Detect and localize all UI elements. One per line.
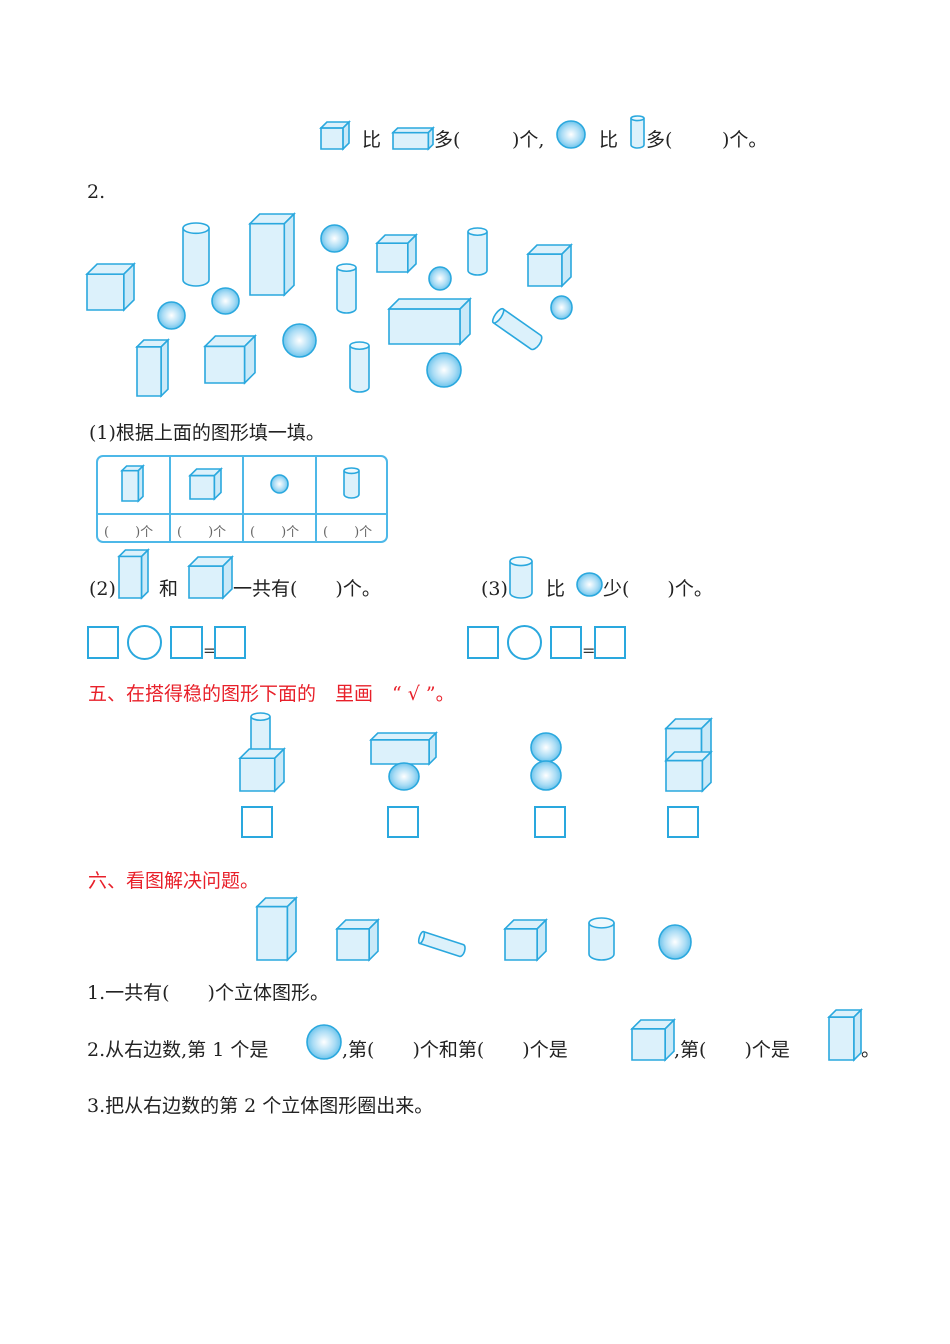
cuboid-icon (248, 212, 296, 297)
cylinder-icon (417, 928, 466, 960)
sphere-icon (426, 352, 462, 388)
count-cell-cube[interactable]: ( )个 (177, 525, 227, 540)
cuboid-icon (255, 896, 298, 962)
sphere-icon (530, 732, 562, 763)
equation-box[interactable] (467, 626, 499, 659)
count-cell-sphere[interactable]: ( )个 (250, 525, 300, 540)
check-box-1[interactable] (241, 806, 273, 838)
cube-icon (526, 243, 573, 288)
part-2-suffix: 一共有( )个。 (233, 578, 381, 600)
sphere-icon (576, 572, 603, 597)
cube-icon (188, 467, 223, 501)
part-3-compare: 比 (546, 578, 566, 600)
equation-box[interactable] (87, 626, 119, 659)
section-6-title: 六、看图解决问题。 (88, 870, 260, 892)
equation-box[interactable] (550, 626, 582, 659)
section-6-q2-c: ,第( )个是 (674, 1039, 790, 1061)
cube-icon (664, 750, 713, 793)
count-cell-cuboid[interactable]: ( )个 (104, 525, 154, 540)
cylinder-icon (509, 556, 533, 599)
part-2-and: 和 (159, 578, 179, 600)
sphere-icon (270, 474, 289, 494)
equals-sign: = (203, 641, 217, 660)
sphere-icon (428, 266, 452, 291)
sphere-icon (320, 224, 349, 253)
cuboid-icon (120, 464, 145, 503)
check-box-4[interactable] (667, 806, 699, 838)
check-box-2[interactable] (387, 806, 419, 838)
result-box[interactable] (214, 626, 246, 659)
text-more-2: 多( (646, 129, 673, 151)
sphere-icon (550, 295, 573, 320)
sphere-icon (388, 762, 420, 791)
cuboid-icon (387, 297, 472, 346)
sphere-icon (530, 760, 562, 791)
part-3-prefix: (3) (481, 578, 508, 600)
cube-icon (335, 918, 380, 962)
cube-icon (630, 1018, 676, 1062)
section-6-q2-b: ,第( )个和第( )个是 (342, 1039, 568, 1061)
sphere-icon (211, 287, 240, 315)
cylinder-icon (336, 263, 357, 314)
part-2-prefix: (2) (89, 578, 116, 600)
cuboid-icon (391, 126, 435, 151)
cylinder-icon (491, 307, 543, 351)
cylinder-icon (182, 222, 210, 287)
cube-icon (375, 233, 418, 274)
equation-box[interactable] (170, 626, 203, 659)
section-6-q2-a: 2.从右边数,第 1 个是 (87, 1039, 269, 1061)
text-compare-1: 比 (362, 129, 382, 151)
check-box-3[interactable] (534, 806, 566, 838)
sphere-icon (658, 924, 692, 960)
cylinder-icon (467, 227, 488, 276)
sphere-icon (282, 323, 317, 358)
cylinder-icon (343, 467, 360, 499)
cuboid-icon (135, 338, 170, 398)
operator-circle[interactable] (127, 625, 162, 660)
part-3-suffix: 少( )个。 (603, 578, 713, 600)
text-compare-2: 比 (599, 129, 619, 151)
sphere-icon (157, 301, 186, 330)
cylinder-icon (349, 341, 370, 393)
text-unit-1: )个, (512, 129, 545, 151)
count-table: ( )个 ( )个 ( )个 ( )个 (96, 455, 388, 543)
equals-sign: = (582, 641, 596, 660)
cube-icon (203, 334, 257, 385)
cylinder-icon (630, 115, 645, 149)
operator-circle[interactable] (507, 625, 542, 660)
cuboid-icon (117, 548, 150, 600)
result-box[interactable] (594, 626, 626, 659)
text-unit-2: )个。 (722, 129, 768, 151)
cylinder-icon (588, 917, 615, 961)
section-5-title: 五、在搭得稳的图形下面的 里画 “ √ ”。 (88, 683, 455, 705)
question-2-label: 2. (87, 181, 106, 203)
question-2-part-1: (1)根据上面的图形填一填。 (89, 422, 325, 444)
count-cell-cylinder[interactable]: ( )个 (323, 525, 373, 540)
cuboid-icon (827, 1008, 863, 1062)
cuboid-icon (369, 731, 438, 766)
section-6-q3: 3.把从右边数的第 2 个立体图形圈出来。 (87, 1095, 434, 1117)
cube-icon (503, 918, 548, 962)
section-6-q1: 1.一共有( )个立体图形。 (87, 982, 329, 1004)
section-6-q2-d: 。 (861, 1039, 881, 1061)
cube-icon (85, 262, 136, 312)
text-more-1: 多( (434, 129, 461, 151)
sphere-icon (556, 120, 586, 149)
sphere-icon (306, 1024, 342, 1060)
cube-icon (319, 120, 351, 151)
cube-icon (187, 555, 234, 600)
cube-icon (238, 747, 286, 793)
